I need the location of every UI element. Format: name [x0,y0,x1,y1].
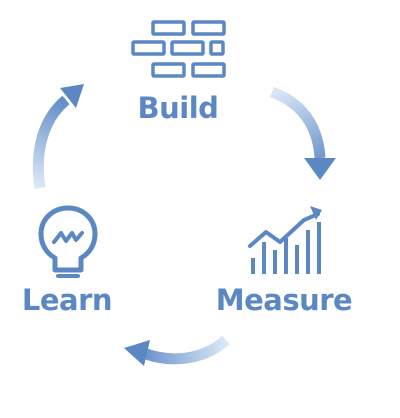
stage-label-learn: Learn [22,283,112,317]
brick-wall-icon [131,20,226,78]
cycle-arrow-bottom [124,335,230,366]
stage-label-build: Build [138,91,219,125]
stage-label-measure: Measure [216,283,352,317]
cycle-arrow-right [269,86,336,180]
bar-chart-icon [248,206,322,274]
cycle-arrow-left [32,84,84,189]
lightbulb-icon [38,205,98,278]
